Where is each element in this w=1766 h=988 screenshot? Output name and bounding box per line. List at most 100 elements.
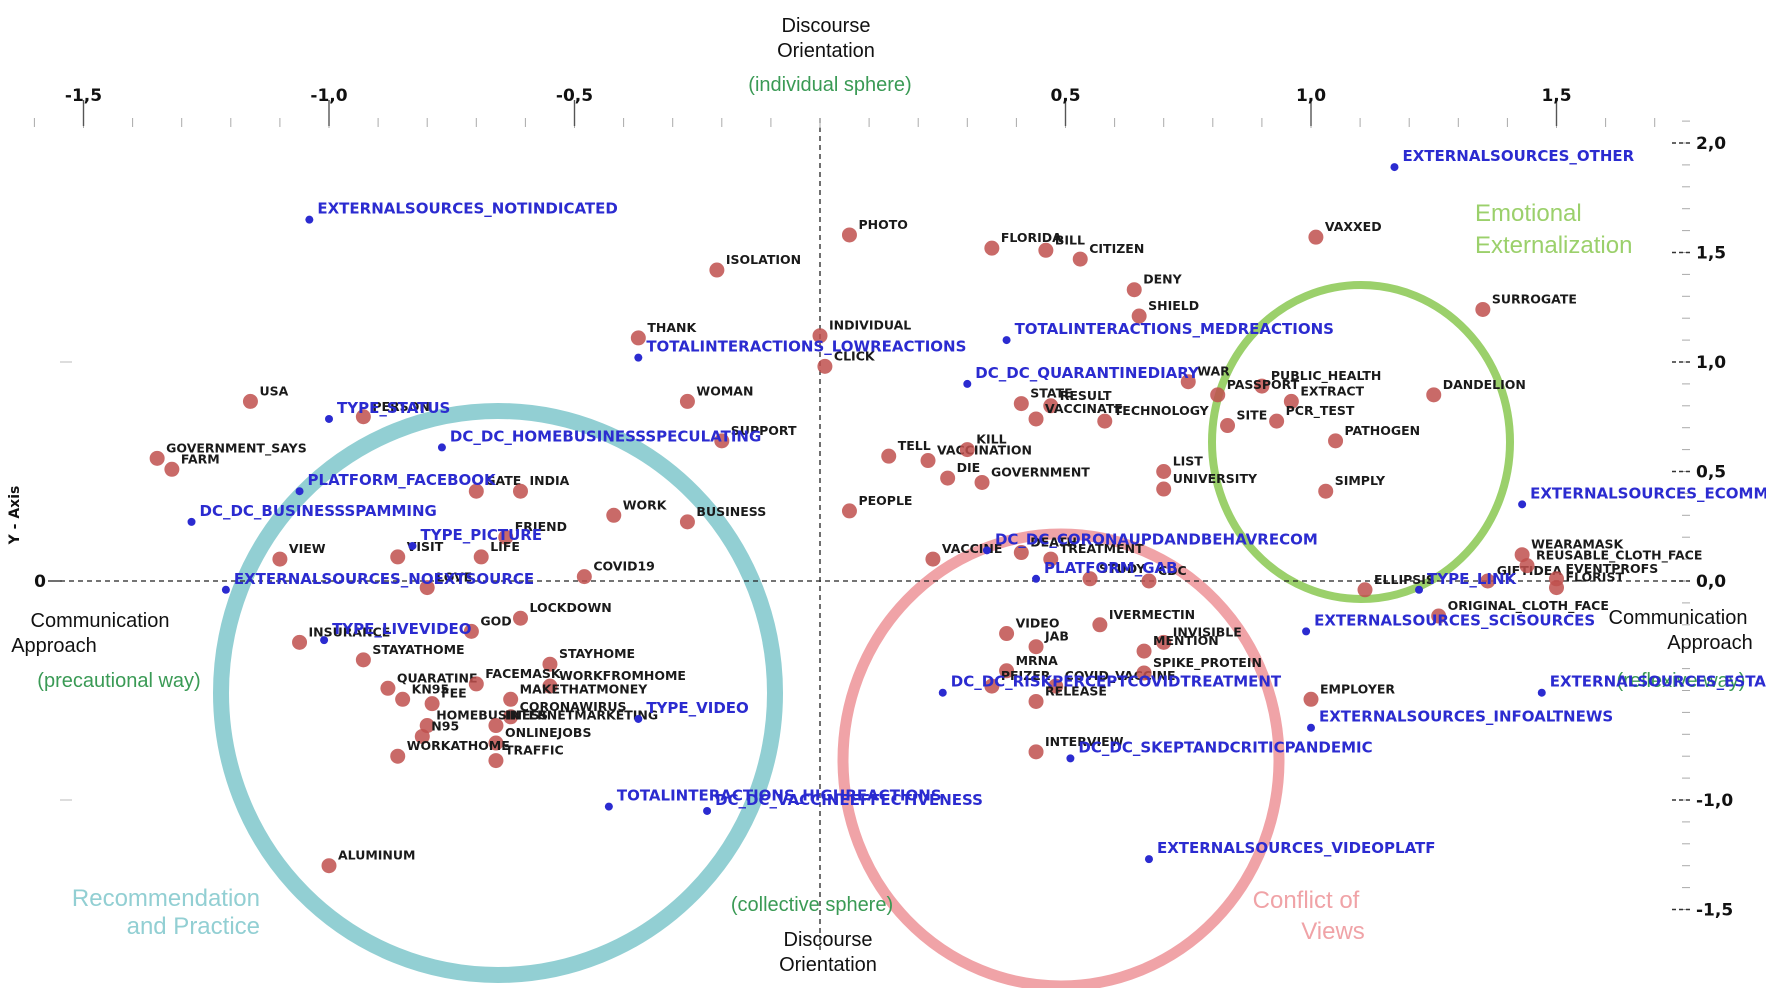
keyword-point — [974, 474, 990, 490]
variable-point — [703, 806, 712, 815]
keyword-point — [1519, 558, 1535, 574]
keyword-point — [984, 678, 1000, 694]
keyword-label: PEOPLE — [858, 493, 912, 508]
keyword-point — [1126, 282, 1142, 298]
keyword-point — [1092, 617, 1108, 633]
keyword-point — [1210, 387, 1226, 403]
keyword-label: GATE — [485, 473, 521, 488]
keyword-point — [355, 409, 371, 425]
keyword-label: FARM — [181, 451, 220, 466]
keyword-point — [498, 529, 514, 545]
keyword-label: WORK — [623, 497, 668, 512]
keyword-point — [390, 748, 406, 764]
data-points: PHOTOISOLATIONFLORIDABILLCITIZENDENYVAXX… — [149, 147, 1766, 874]
keyword-label: LOVE — [436, 570, 472, 585]
keyword-label: SPIKE_PROTEIN — [1153, 655, 1262, 671]
y-tick-label: 0,5 — [1696, 463, 1726, 483]
keyword-label: SITE — [1237, 408, 1268, 423]
keyword-point — [984, 240, 1000, 256]
keyword-point — [679, 393, 695, 409]
cluster-conflict-line1: Conflict of — [1253, 887, 1360, 914]
variable-point — [634, 353, 643, 362]
keyword-label: INVISIBLE — [1173, 624, 1242, 639]
keyword-label: STAYATHOME — [372, 642, 464, 657]
variable-label: EXTERNALSOURCES_INFOALTNEWS — [1319, 708, 1613, 726]
keyword-point — [1328, 433, 1344, 449]
keyword-point — [419, 580, 435, 596]
keyword-label: RELEASE — [1045, 683, 1107, 698]
keyword-label: LIFE — [490, 539, 520, 554]
keyword-label: SHIELD — [1148, 298, 1199, 313]
keyword-point — [959, 442, 975, 458]
keyword-label: TELL — [898, 438, 931, 453]
keyword-label: QUARATINE — [397, 670, 478, 685]
keyword-point — [242, 393, 258, 409]
keyword-label: VACCINE — [942, 541, 1003, 556]
variable-label: DC_DC_HOMEBUSINESSSPECULATING — [450, 427, 761, 445]
keyword-label: JAB — [1044, 629, 1069, 644]
keyword-point — [1043, 551, 1059, 567]
keyword-point — [630, 330, 646, 346]
variable-point — [325, 414, 333, 423]
keyword-point — [1180, 374, 1196, 390]
cluster-emotional-line1: Emotional — [1475, 200, 1582, 227]
keyword-label: COVID19 — [593, 559, 655, 574]
y-tick-label: 1,5 — [1696, 244, 1726, 264]
keyword-point — [512, 610, 528, 626]
variable-label: TYPE_STATUS — [337, 399, 450, 417]
keyword-point — [999, 626, 1015, 642]
x-tick-label: -1,5 — [65, 86, 102, 106]
keyword-point — [395, 691, 411, 707]
keyword-label: TRAFFIC — [505, 743, 564, 758]
keyword-point — [542, 678, 558, 694]
keyword-point — [468, 676, 484, 692]
keyword-point — [542, 656, 558, 672]
keyword-point — [503, 709, 519, 725]
keyword-point — [920, 453, 936, 469]
keyword-label: CITIZEN — [1089, 241, 1144, 256]
variable-label: PLATFORM_FACEBOOK — [308, 471, 498, 489]
keyword-point — [1480, 573, 1496, 589]
keyword-label: PERSON — [372, 399, 429, 414]
keyword-point — [1013, 545, 1029, 561]
keyword-point — [812, 328, 828, 344]
keyword-label: MAKETHATMONEY — [520, 681, 649, 696]
variable-point — [1537, 688, 1546, 697]
keyword-point — [488, 718, 504, 734]
keyword-label: VISIT — [407, 539, 444, 554]
keyword-label: IVERMECTIN — [1109, 607, 1195, 622]
keyword-point — [940, 470, 956, 486]
variable-point — [982, 546, 991, 555]
variable-point — [305, 215, 314, 224]
keyword-point — [841, 227, 857, 243]
variable-point — [1066, 754, 1075, 763]
keyword-point — [473, 549, 489, 565]
keyword-label: BUSINESS — [696, 504, 766, 519]
keyword-point — [1283, 393, 1299, 409]
keyword-point — [1097, 413, 1113, 429]
right-title-line1: Communication — [1609, 607, 1748, 629]
keyword-label: PATHOGEN — [1345, 423, 1421, 438]
variable-label: TYPE_VIDEO — [646, 699, 748, 717]
variable-label: TOTALINTERACTIONS_HIGHREACTIONS — [617, 787, 942, 805]
top-subtitle: (individual sphere) — [748, 74, 911, 96]
variable-point — [1144, 855, 1153, 864]
x-tick-label: 1,5 — [1541, 86, 1571, 106]
keyword-label: KILL — [976, 432, 1006, 447]
keyword-point — [576, 569, 592, 585]
keyword-point — [1357, 582, 1373, 598]
variable-point — [1415, 585, 1424, 594]
keyword-point — [925, 551, 941, 567]
keyword-label: INSURANCE — [309, 624, 391, 639]
keyword-point — [1156, 464, 1172, 479]
keyword-point — [1141, 573, 1157, 589]
left-title-line2: Approach — [11, 635, 97, 657]
keyword-point — [709, 262, 725, 278]
keyword-point — [488, 753, 504, 769]
keyword-label: VIEW — [289, 541, 326, 556]
keyword-label: UNIVERSITY — [1173, 471, 1258, 486]
keyword-point — [1013, 396, 1029, 412]
bottom-title-line2: Orientation — [779, 954, 877, 976]
variable-point — [1518, 500, 1527, 509]
keyword-label: VIDEO — [1016, 616, 1060, 631]
